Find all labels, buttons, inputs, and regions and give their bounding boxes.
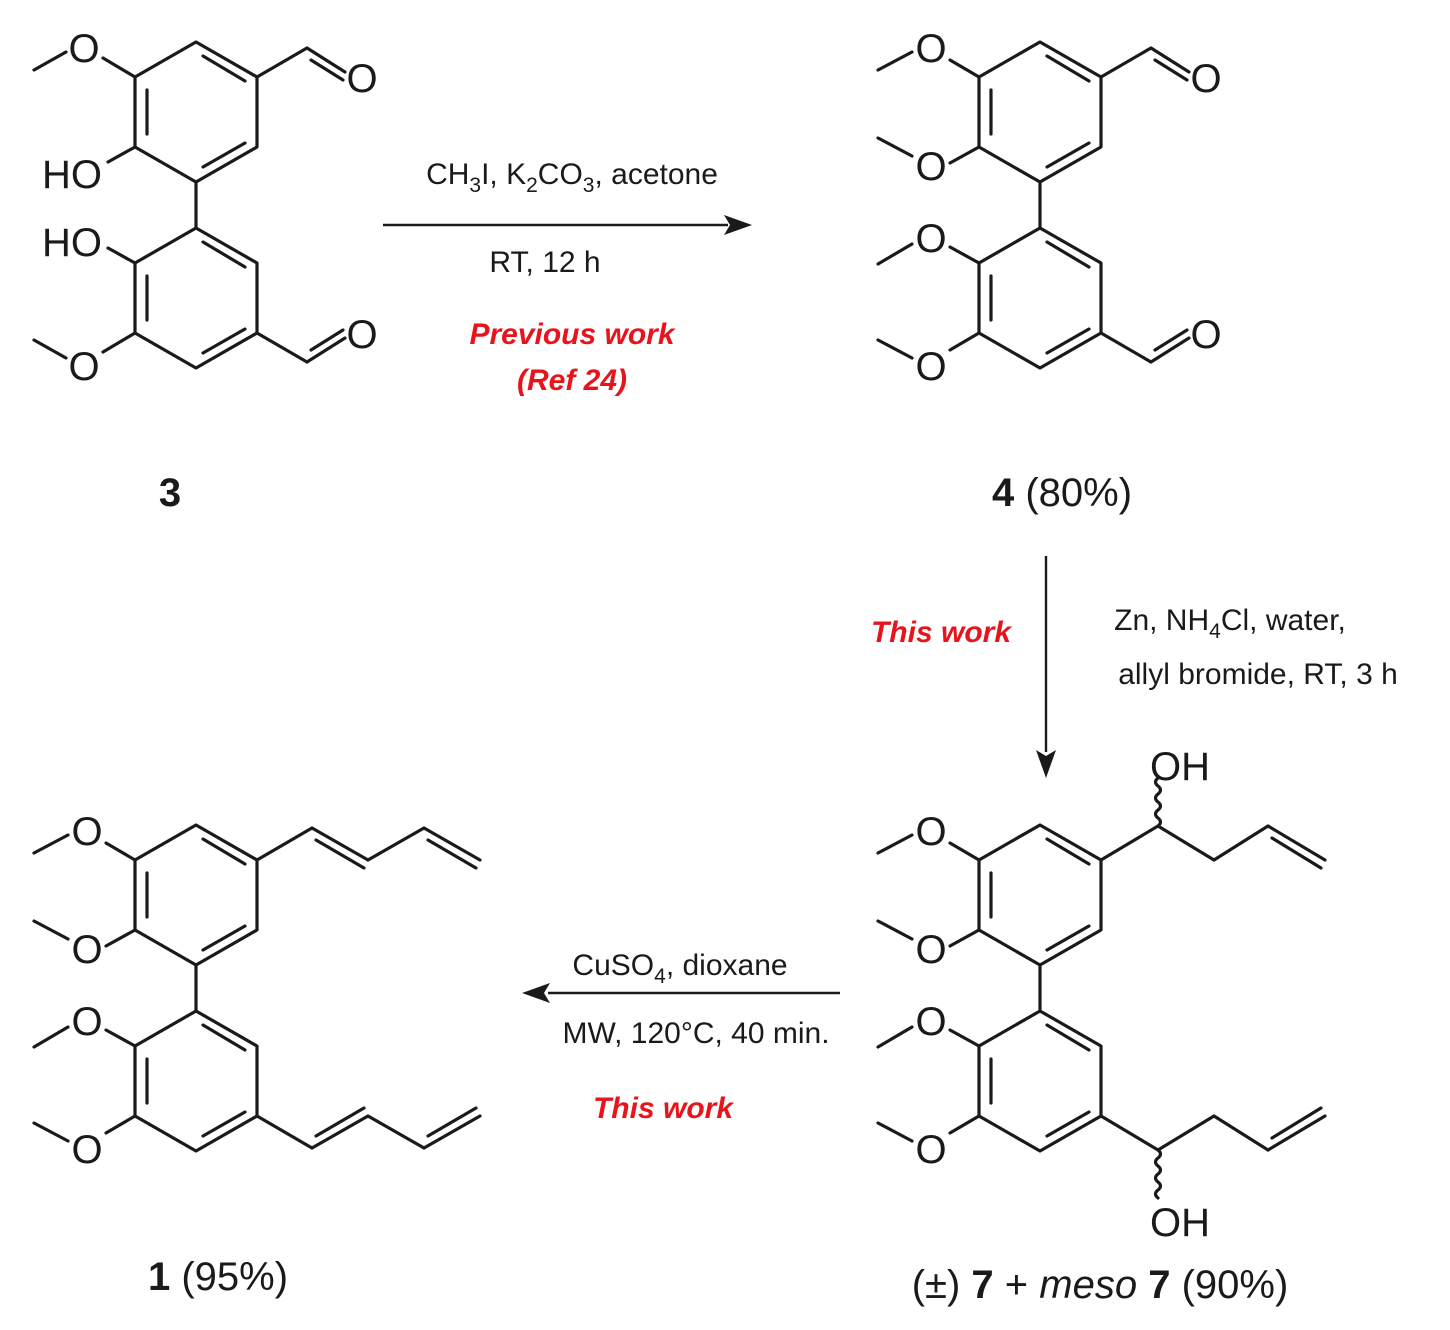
atom-o: O [915,1128,946,1172]
atom-oh: OH [1150,1201,1210,1245]
atom-o: O [71,928,102,972]
reaction-2-arrow [1036,556,1056,778]
atom-o: O [915,928,946,972]
atom-o: O [71,810,102,854]
atom-ho: HO [42,153,102,197]
compound-7-label: (±) 7 + meso 7 (90%) [912,1263,1289,1307]
atom-o: O [71,1000,102,1044]
atom-ho: HO [42,221,102,265]
reaction-1-conditions-line2: RT, 12 h [489,246,600,279]
compound-1-label: 1 (95%) [148,1255,288,1299]
compound-3-structure [32,40,347,370]
atom-o: O [1190,57,1221,101]
reaction-3-conditions-line2: MW, 120°C, 40 min. [562,1017,829,1050]
compound-1-structure [32,823,482,1153]
atom-o: O [346,57,377,101]
previous-work-note: Previous work [469,318,675,351]
reaction-2-conditions-line2: allyl bromide, RT, 3 h [1118,658,1398,691]
compound-4-label: 4 (80%) [992,471,1132,515]
atom-o: O [915,145,946,189]
atom-o: O [1190,313,1221,357]
reaction-1-conditions-line1: CH3I, K2CO3, acetone [426,158,718,197]
atom-o: O [346,313,377,357]
atom-o: O [915,345,946,389]
atom-o: O [915,810,946,854]
reaction-3-arrow [522,983,840,1003]
reaction-3-conditions-line1: CuSO4, dioxane [572,949,787,988]
atom-oh: OH [1150,745,1210,789]
compound-3-label: 3 [159,471,181,515]
reaction-1-arrow [383,215,752,235]
atom-o: O [68,27,99,71]
compound-4-structure [876,40,1191,370]
this-work-note-3: This work [593,1092,734,1125]
reaction-2-conditions-line1: Zn, NH4Cl, water, [1114,604,1346,643]
compound-7-structure [876,776,1327,1200]
atom-o: O [915,217,946,261]
atom-o: O [915,1000,946,1044]
atom-o: O [915,27,946,71]
atom-o: O [71,1128,102,1172]
this-work-note-2: This work [871,616,1012,649]
atom-o: O [68,345,99,389]
reference-note: (Ref 24) [517,364,627,397]
